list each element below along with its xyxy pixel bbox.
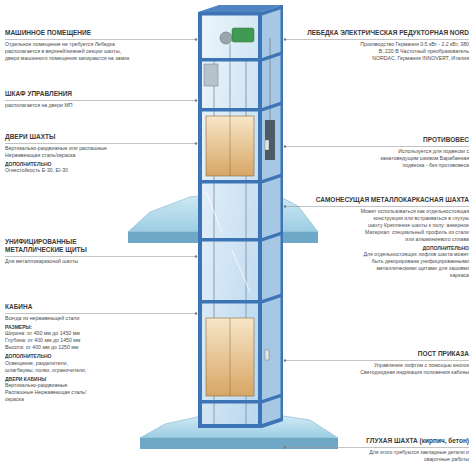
leader-line — [5, 100, 196, 101]
leader-dot — [195, 38, 197, 40]
shaft-glass-panel — [198, 12, 262, 428]
leader-line — [285, 206, 469, 207]
callout-text: Для отдельностоящих лифтов шахта может б… — [359, 251, 469, 279]
traction-sheave — [220, 32, 232, 44]
leader-dot — [284, 446, 286, 448]
control-cabinet — [204, 64, 218, 86]
counterweight — [265, 120, 275, 160]
callout-group: ПРОТИВОВЕС Используется для подвески с ка… — [297, 136, 469, 169]
leader-line — [285, 146, 469, 147]
callout-heading: ЛЕБЕДКА ЭЛЕКТРИЧЕСКАЯ РЕДУКТОРНАЯ NORD — [297, 29, 469, 37]
shaft-door — [206, 116, 254, 176]
callout-text: Отдельное помещение не требуется Лебедка… — [5, 41, 130, 62]
callout-heading: САМОНЕСУЩАЯ МЕТАЛЛОКАРКАСНАЯ ШАХТА — [297, 196, 469, 204]
glass-highlight — [232, 250, 250, 292]
callout-subheading: РАЗМЕРЫ: — [5, 324, 95, 331]
callout-text: Всегда из нержавеющей стали — [5, 315, 95, 322]
callout-text: Высота: от 400 мм до 1250 мм — [5, 344, 95, 351]
leader-dot — [284, 145, 286, 147]
leader-line — [285, 447, 469, 448]
leader-dot — [284, 205, 286, 207]
callout-text: Глубина: от 400 мм до 1450 мм — [5, 337, 95, 344]
callout-heading: ПОСТ ПРИКАЗА — [297, 350, 469, 358]
leader-line — [5, 143, 196, 144]
leader-line — [285, 360, 469, 361]
leader-line — [5, 313, 196, 314]
frame-column — [258, 12, 262, 428]
callout-text: Производство Германия 0.5 кВт - 2.2 кВт,… — [359, 41, 469, 62]
callout-text: Для металлокаркасной шахты — [5, 258, 130, 265]
callout-text: Ширина: от 400 мм до 1450 мм — [5, 330, 95, 337]
callout-subheading: ДОПОЛНИТЕЛЬНО — [5, 161, 130, 168]
callout-text: Управление лифтом с помощью кнопок Свето… — [359, 362, 469, 376]
leader-dot — [284, 359, 286, 361]
winch-motor — [232, 28, 254, 42]
shaft-side-face — [262, 5, 283, 428]
leader-dot — [195, 142, 197, 144]
door-seam — [230, 116, 231, 176]
callout-text: располагается на двери МП — [5, 102, 130, 109]
callout-group: ЛЕБЕДКА ЭЛЕКТРИЧЕСКАЯ РЕДУКТОРНАЯ NORD Пр… — [297, 29, 469, 62]
callout-subheading: ДОПОЛНИТЕЛЬНО — [5, 353, 95, 360]
leader-line — [5, 256, 196, 257]
callout-text: Огнестойкость E-30, EI-30 — [5, 167, 130, 174]
callout-heading: ШКАФ УПРАВЛЕНИЯ — [5, 90, 130, 98]
leader-dot — [284, 38, 286, 40]
callout-text: Вертикально-раздвижные Распашные Нержаве… — [5, 382, 95, 403]
callout-text: Используется для подвески с канатоведущи… — [359, 148, 469, 169]
call-button-panel — [265, 140, 269, 150]
leader-dot — [195, 99, 197, 101]
elevator-cabin — [206, 318, 254, 396]
frame-column — [198, 12, 202, 428]
leader-dot — [195, 312, 197, 314]
rope — [230, 44, 231, 116]
glass-highlight — [205, 190, 222, 232]
callout-subheading: ДВЕРИ КАБИНЫ — [5, 376, 95, 383]
callout-group: КАБИНА Всегда из нержавеющей сталиРАЗМЕРЫ… — [5, 303, 130, 403]
callout-text: Может использоваться как отдельностоящая… — [359, 208, 469, 229]
callout-text: Для этого требуются закладные детали и с… — [359, 449, 469, 463]
callout-text: Вертикально-раздвижные или распашные Нер… — [5, 145, 130, 159]
callout-group: ГЛУХАЯ ШАХТА (кирпич, бетон) Для этого тр… — [297, 437, 469, 463]
callout-group: ШКАФ УПРАВЛЕНИЯ располагается на двери МП — [5, 90, 130, 109]
leader-line — [285, 39, 469, 40]
callout-heading: МАШИННОЕ ПОМЕЩЕНИЕ — [5, 29, 130, 37]
callout-group: УНИФИЦИРОВАННЫЕ МЕТАЛЛИЧЕСКИЕ ЩИТЫ Для ме… — [5, 238, 130, 265]
frame-column — [281, 5, 284, 421]
callout-heading: УНИФИЦИРОВАННЫЕ МЕТАЛЛИЧЕСКИЕ ЩИТЫ — [5, 238, 105, 254]
callout-group: МАШИННОЕ ПОМЕЩЕНИЕ Отдельное помещение не… — [5, 29, 130, 62]
callout-heading: ДВЕРИ ШАХТЫ — [5, 133, 130, 141]
leader-line — [5, 39, 196, 40]
callout-heading: КАБИНА — [5, 303, 130, 311]
call-button-panel — [265, 350, 269, 360]
callout-heading: ГЛУХАЯ ШАХТА (кирпич, бетон) — [297, 437, 469, 445]
callout-heading: ПРОТИВОВЕС — [297, 136, 469, 144]
frame-beams — [198, 5, 283, 428]
door-seam — [230, 318, 231, 396]
callout-subheading: ДОПОЛНИТЕЛЬНО — [359, 245, 469, 252]
callout-group: ПОСТ ПРИКАЗА Управление лифтом с помощью … — [297, 350, 469, 376]
callout-group: ДВЕРИ ШАХТЫ Вертикально-раздвижные или ра… — [5, 133, 130, 174]
callout-text: Материал: специальный профиль из стали и… — [359, 229, 469, 243]
callout-group: САМОНЕСУЩАЯ МЕТАЛЛОКАРКАСНАЯ ШАХТА Может … — [297, 196, 469, 279]
leader-dot — [195, 255, 197, 257]
callout-text: Освещение, разделители, шлагбаумы, полки… — [5, 360, 95, 374]
